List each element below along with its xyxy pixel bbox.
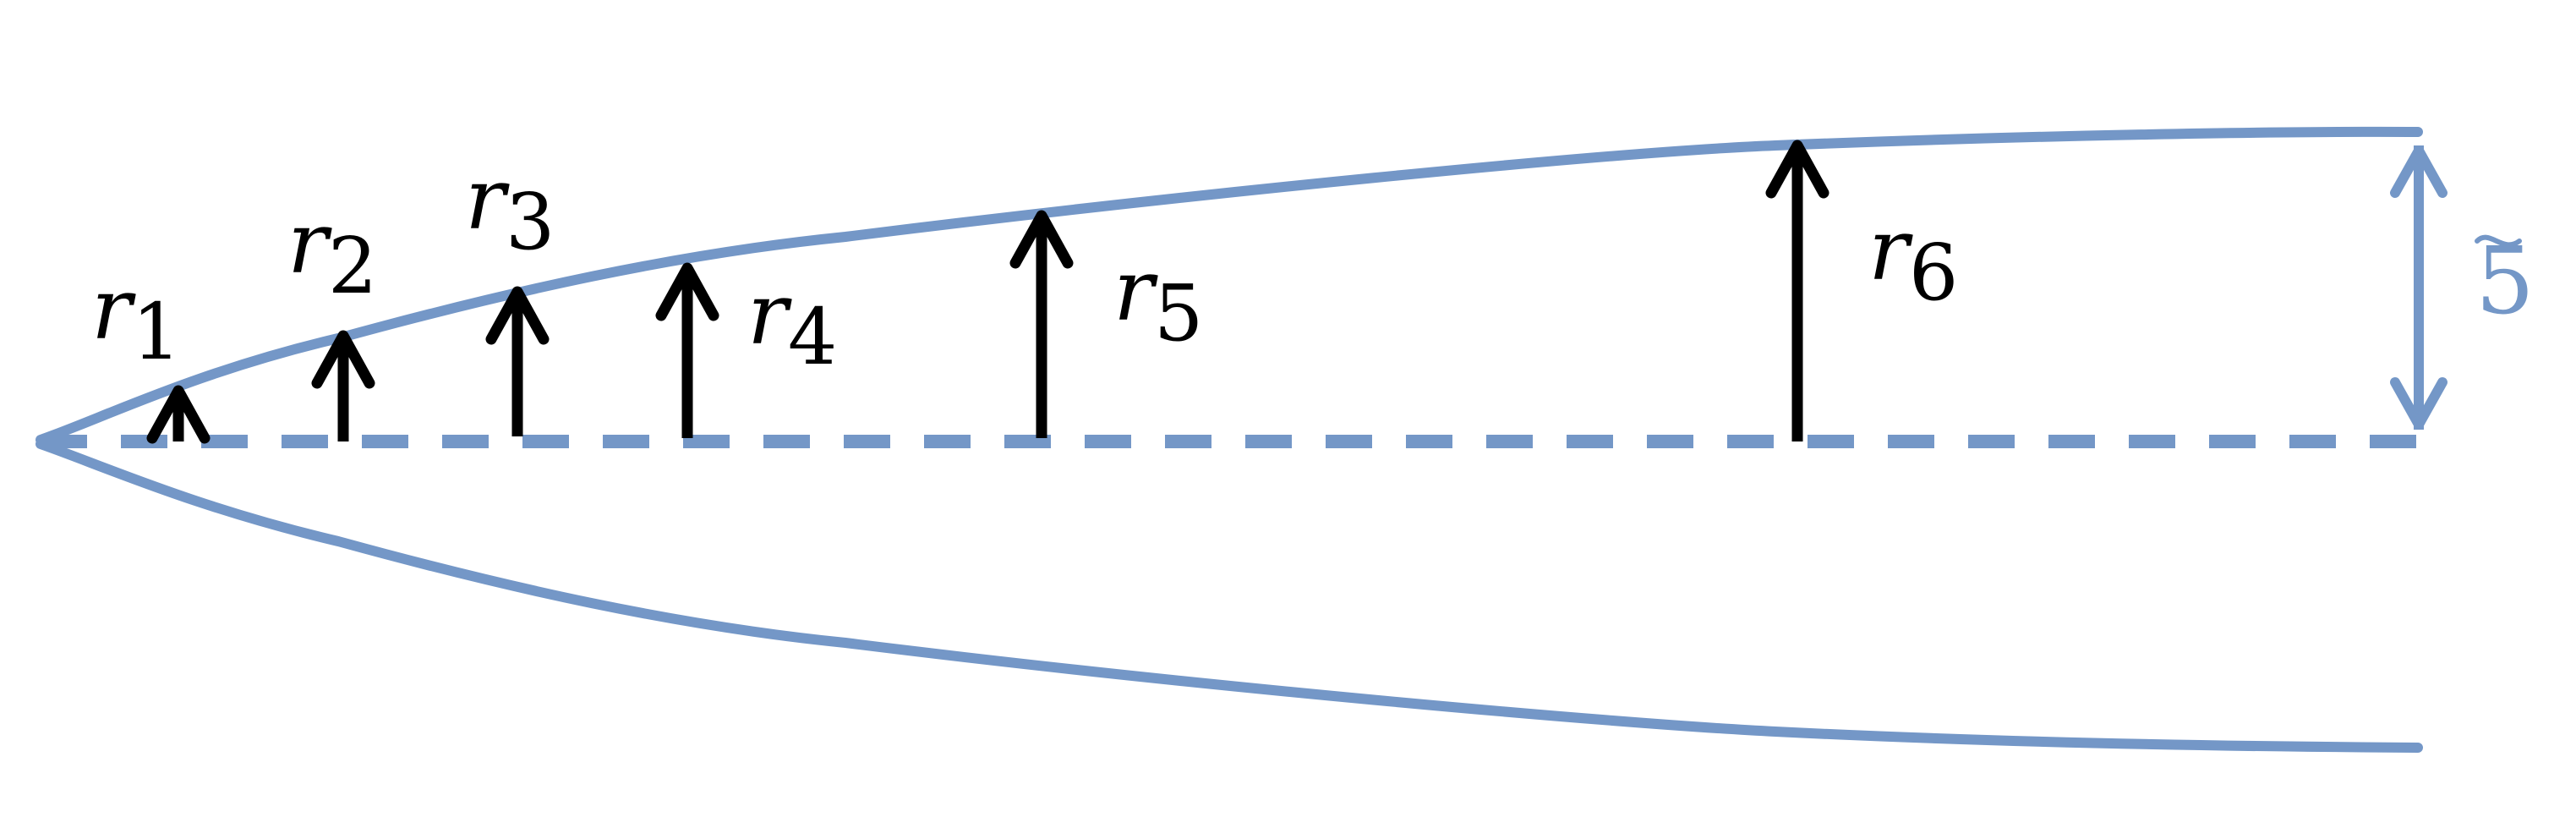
radius-label-4: r4 [747, 265, 837, 382]
radius-arrow-3 [485, 286, 550, 436]
dimension-arrow [2390, 145, 2447, 430]
radius-arrow-5 [1009, 210, 1074, 438]
radius-label-5: r5 [1113, 241, 1203, 359]
dimension-tilde [2475, 234, 2522, 248]
radius-arrow-4 [655, 262, 719, 438]
radius-arrow-6 [1765, 140, 1829, 441]
radius-arrow-1 [146, 385, 211, 444]
radius-label-3: r3 [465, 150, 555, 267]
upper-curve [36, 126, 2423, 445]
lower-curve [36, 439, 2423, 753]
radius-label-2: r2 [287, 194, 377, 311]
radius-label-6: r6 [1868, 200, 1958, 318]
radius-label-1: r1 [91, 260, 181, 377]
radius-arrow-2 [311, 330, 375, 441]
